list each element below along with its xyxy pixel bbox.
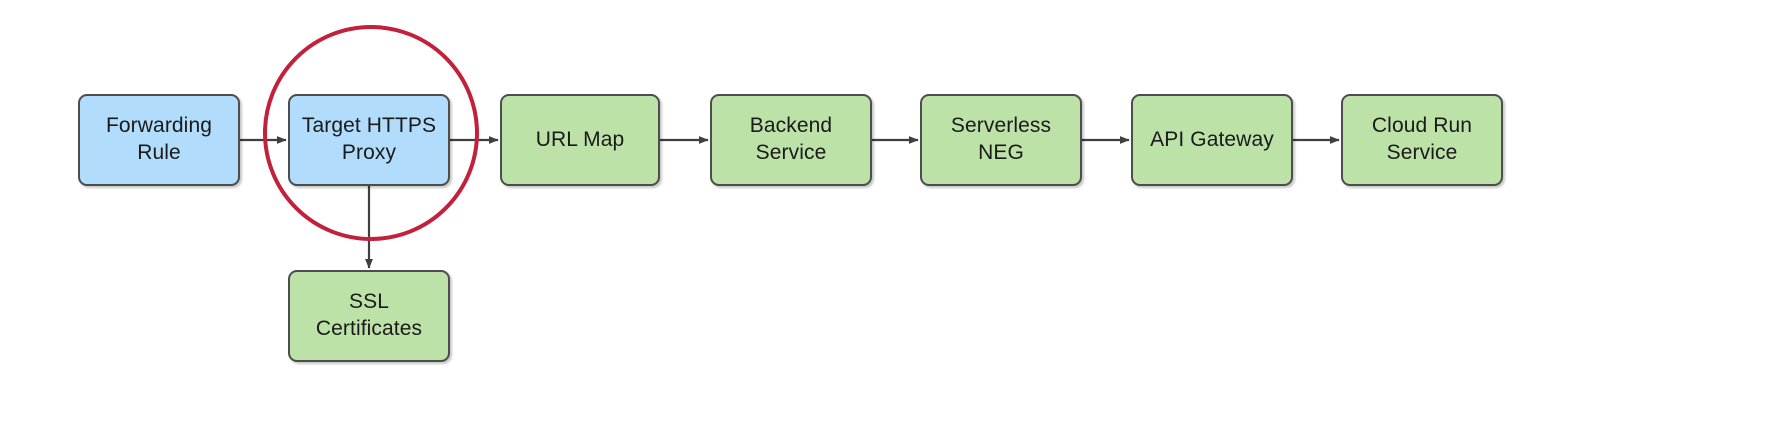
node-api-gateway[interactable]: API Gateway bbox=[1131, 94, 1293, 186]
node-serverless-neg[interactable]: Serverless NEG bbox=[920, 94, 1082, 186]
node-label: Backend Service bbox=[749, 114, 833, 164]
node-label: Cloud Run Service bbox=[1371, 114, 1473, 164]
node-label: Forwarding Rule bbox=[105, 114, 213, 164]
node-label: Serverless NEG bbox=[950, 114, 1052, 164]
node-cloud-run-service[interactable]: Cloud Run Service bbox=[1341, 94, 1503, 186]
node-label: Target HTTPS Proxy bbox=[301, 114, 437, 164]
node-target-https-proxy[interactable]: Target HTTPS Proxy bbox=[288, 94, 450, 186]
node-backend-service[interactable]: Backend Service bbox=[710, 94, 872, 186]
node-label: API Gateway bbox=[1150, 127, 1274, 151]
node-label: SSL Certificates bbox=[315, 290, 423, 340]
node-forwarding-rule[interactable]: Forwarding Rule bbox=[78, 94, 240, 186]
node-url-map[interactable]: URL Map bbox=[500, 94, 660, 186]
node-label: URL Map bbox=[535, 127, 625, 151]
node-ssl-certificates[interactable]: SSL Certificates bbox=[288, 270, 450, 362]
